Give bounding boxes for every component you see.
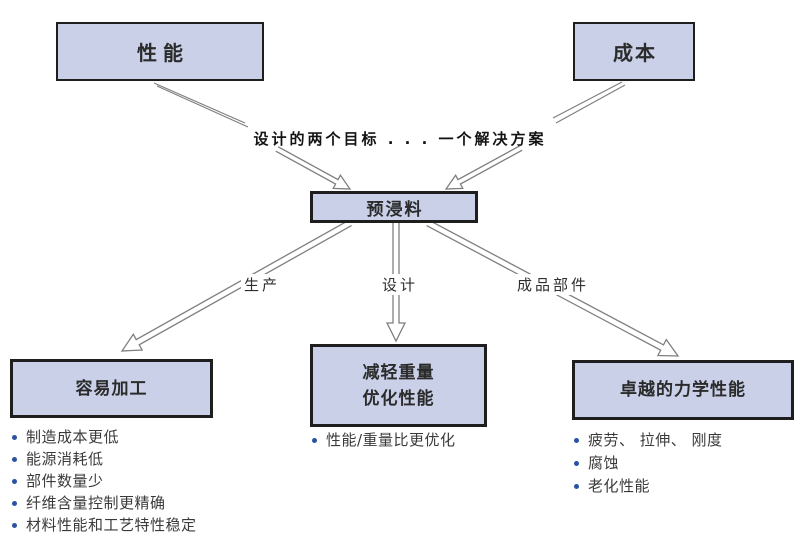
list-item: 材料性能和工艺特性稳定 xyxy=(12,517,197,533)
branch-label-finished-parts: 成品部件 xyxy=(514,274,593,295)
list-item: 纤维含量控制更精确 xyxy=(12,495,197,511)
bullet-dot-icon xyxy=(312,438,317,443)
bullet-dot-icon xyxy=(574,461,579,466)
list-item: 性能/重量比更优化 xyxy=(312,432,456,448)
branch-label-design: 设计 xyxy=(379,274,422,295)
arrow-goal-to-cost xyxy=(552,81,626,124)
bullet-dot-icon xyxy=(12,501,17,506)
arrow-prepreg-to-easy xyxy=(120,219,352,352)
box-mechanical-properties: 卓越的力学性能 xyxy=(572,360,794,420)
arrow-goal-to-performance xyxy=(153,82,249,128)
bullet-dot-icon xyxy=(574,438,579,443)
box-easy-processing-label: 容易加工 xyxy=(75,378,148,399)
bullet-dot-icon xyxy=(12,479,17,484)
box-weight-reduction-label-line1: 减轻重量 xyxy=(362,362,435,383)
box-performance: 性能 xyxy=(56,22,264,81)
box-prepreg-label: 预浸料 xyxy=(366,199,424,220)
list-item-text: 腐蚀 xyxy=(588,454,620,472)
box-weight-reduction: 减轻重量 优化性能 xyxy=(310,344,487,427)
list-item: 部件数量少 xyxy=(12,473,197,489)
list-item-text: 材料性能和工艺特性稳定 xyxy=(26,516,197,534)
box-cost-label: 成本 xyxy=(613,41,657,65)
list-item: 能源消耗低 xyxy=(12,451,197,467)
box-performance-label: 性能 xyxy=(137,41,189,65)
list-item: 制造成本更低 xyxy=(12,429,197,445)
goal-caption: 设计的两个目标 . . . 一个解决方案 xyxy=(253,130,547,148)
box-cost: 成本 xyxy=(573,22,695,81)
box-easy-processing: 容易加工 xyxy=(10,359,213,418)
list-item-text: 纤维含量控制更精确 xyxy=(26,494,166,512)
bullet-dot-icon xyxy=(12,457,17,462)
bullet-dot-icon xyxy=(12,435,17,440)
box-weight-reduction-label-line2: 优化性能 xyxy=(362,388,435,409)
list-item-text: 能源消耗低 xyxy=(26,450,104,468)
list-item-text: 部件数量少 xyxy=(26,472,104,490)
box-mechanical-properties-label: 卓越的力学性能 xyxy=(620,380,746,400)
list-item: 老化性能 xyxy=(574,478,723,494)
box-prepreg: 预浸料 xyxy=(310,191,478,223)
arrow-goal-to-prepreg-left xyxy=(275,146,352,190)
bullet-dot-icon xyxy=(574,484,579,489)
list-item-text: 老化性能 xyxy=(588,477,651,495)
bullet-list-weight-reduction: 性能/重量比更优化 xyxy=(312,432,456,448)
bullet-list-mechanical-properties: 疲劳、 拉伸、 刚度 腐蚀 老化性能 xyxy=(574,432,723,494)
list-item-text: 疲劳、 拉伸、 刚度 xyxy=(588,431,723,449)
branch-label-production: 生产 xyxy=(241,274,284,295)
arrow-goal-to-prepreg-right xyxy=(444,145,523,190)
list-item-text: 性能/重量比更优化 xyxy=(326,431,456,449)
list-item-text: 制造成本更低 xyxy=(26,428,120,446)
bullet-dot-icon xyxy=(12,523,17,528)
bullet-list-easy-processing: 制造成本更低 能源消耗低 部件数量少 纤维含量控制更精确 材料性能和工艺特性稳定 xyxy=(12,429,197,533)
list-item: 腐蚀 xyxy=(574,455,723,471)
list-item: 疲劳、 拉伸、 刚度 xyxy=(574,432,723,448)
